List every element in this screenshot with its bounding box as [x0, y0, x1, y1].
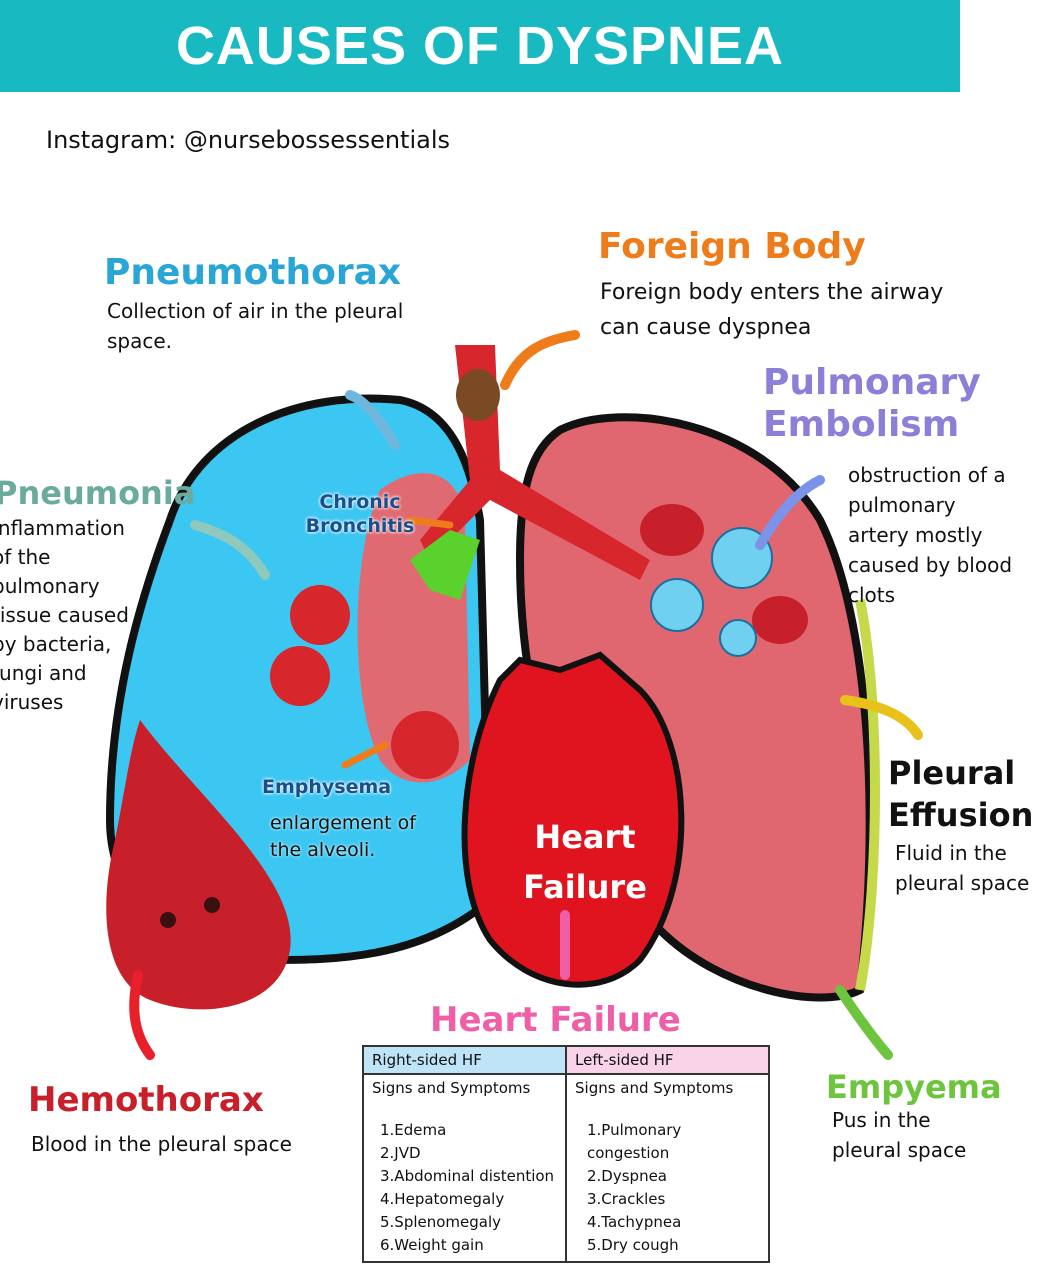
- right-hf-item: 5.Splenomegaly: [380, 1213, 502, 1231]
- hemothorax-title: Hemothorax: [28, 1080, 264, 1120]
- heart-label: Heart Failure: [523, 818, 647, 906]
- right-hf-header: Right-sided HF: [362, 1045, 567, 1075]
- empyema-desc: Pus in the pleural space: [832, 1108, 967, 1162]
- pulmonary-embolism-desc: obstruction of a pulmonary artery mostly…: [848, 463, 1013, 607]
- right-hf-item: 6.Weight gain: [380, 1236, 484, 1254]
- emphysema-desc: enlargement of the alveoli.: [270, 812, 416, 861]
- left-hf-header: Left-sided HF: [565, 1045, 770, 1075]
- left-hf-item: 5.Dry cough: [587, 1236, 679, 1254]
- foreign-body-title: Foreign Body: [598, 226, 866, 267]
- empyema-title: Empyema: [826, 1068, 1002, 1106]
- heart-failure-title: Heart Failure: [430, 1000, 681, 1040]
- pleural-effusion-title: Pleural Effusion: [888, 754, 1034, 834]
- right-hf-item: 1.Edema: [380, 1121, 447, 1139]
- pneumothorax-title: Pneumothorax: [104, 252, 402, 293]
- heart-failure-table: Right-sided HF Left-sided HF Signs and S…: [362, 1045, 770, 1263]
- left-hf-item: 1.Pulmonary congestion: [587, 1121, 682, 1162]
- left-hf-item: 4.Tachypnea: [587, 1213, 682, 1231]
- left-hf-sub: Signs and Symptoms: [575, 1079, 734, 1097]
- left-hf-item: 3.Crackles: [587, 1190, 666, 1208]
- pneumonia-desc: Inflammation of the pulmonary tissue cau…: [0, 516, 129, 714]
- pleural-effusion-desc: Fluid in the pleural space: [895, 841, 1030, 895]
- right-hf-item: 2.JVD: [380, 1144, 421, 1162]
- chronic-bronchitis-label: Chronic Bronchitis: [305, 491, 415, 537]
- hemothorax-desc: Blood in the pleural space: [31, 1132, 292, 1156]
- blood-drop: [106, 720, 291, 1010]
- right-hf-item: 4.Hepatomegaly: [380, 1190, 505, 1208]
- page-title: CAUSES OF DYSPNEA: [175, 16, 785, 76]
- emphysema-label: Emphysema: [262, 776, 392, 798]
- right-hf-item: 3.Abdominal distention: [380, 1167, 555, 1185]
- pneumothorax-desc: Collection of air in the pleural space.: [107, 299, 404, 353]
- left-hf-item: 2.Dyspnea: [587, 1167, 668, 1185]
- foreign-body-desc: Foreign body enters the airway can cause…: [600, 280, 944, 340]
- heart: [461, 651, 685, 988]
- pneumonia-title: Pneumonia: [0, 474, 196, 512]
- title-banner: CAUSES OF DYSPNEA: [0, 0, 960, 92]
- credit: Instagram: @nursebossessentials: [46, 126, 451, 154]
- right-hf-sub: Signs and Symptoms: [372, 1079, 531, 1097]
- pulmonary-embolism-title: Pulmonary Embolism: [763, 362, 981, 445]
- acorn-icon: [456, 369, 500, 421]
